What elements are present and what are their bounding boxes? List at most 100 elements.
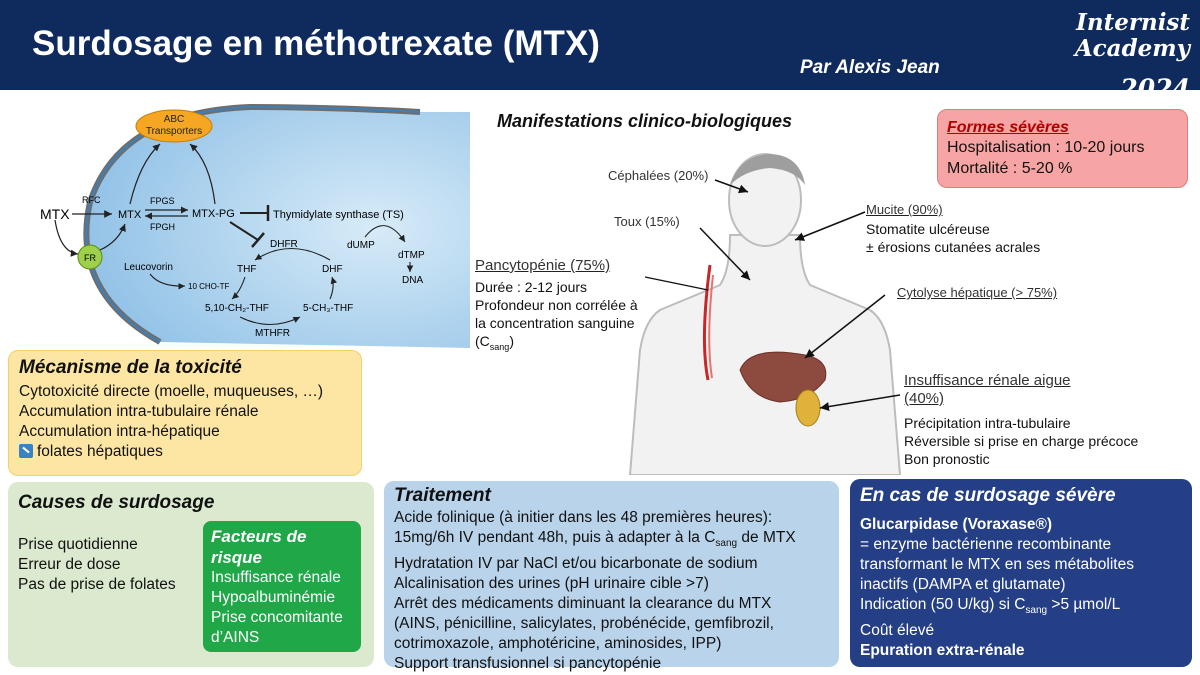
treatment-title: Traitement: [394, 485, 491, 506]
mechanism-folates: folates hépatiques: [37, 443, 163, 460]
cell-cytoplasm: [86, 107, 470, 348]
risk-line: Prise concomitante d’AINS: [211, 609, 343, 646]
pancy-csang: (Csang): [475, 332, 638, 356]
causes-title: Causes de surdosage: [18, 492, 215, 513]
arrow-mtx-abc: [129, 143, 161, 205]
arrow-thf-ch2: [231, 276, 246, 300]
abc-label-1: ABC: [164, 114, 185, 125]
blood-vessel-2: [708, 274, 714, 379]
abc-transporter: [135, 109, 213, 143]
label-ts: Thymidylate synthase (TS): [273, 209, 404, 221]
pancy-line: Durée : 2-12 jours: [475, 279, 588, 295]
severe-line: = enzyme bactérienne recombinante: [860, 536, 1112, 553]
arrow-to-fr: [54, 219, 79, 257]
brand-name: Internist Academy: [1074, 9, 1190, 62]
liver: [739, 351, 827, 403]
pancytopenia-block: Pancytopénie (75%) Durée : 2-12 jours Pr…: [475, 257, 638, 356]
causes-line: Pas de prise de folates: [18, 576, 176, 593]
treatment-line: Support transfusionnel si pancytopénie: [394, 655, 662, 673]
treatment-line: cotrimoxazole, amphotéricine, aminosides…: [394, 635, 722, 653]
mucite-line: Stomatite ulcéreuse: [866, 221, 990, 237]
arrow-mthfr: [239, 316, 301, 325]
brand-logo: Internist Academy 2024: [998, 10, 1190, 102]
severe-title: En cas de surdosage sévère: [860, 485, 1116, 506]
label-toux: Toux (15%): [614, 214, 680, 229]
arrow-dhf-thf: [254, 247, 331, 261]
label-fpgh: FPGH: [150, 222, 175, 232]
label-leucovorin: Leucovorin: [124, 262, 173, 273]
pancy-line: Profondeur non corrélée à: [475, 297, 638, 313]
arrow-cephalees: [714, 179, 749, 194]
mucite-line: ± érosions cutanées acrales: [866, 239, 1041, 255]
page-title: Surdosage en méthotrexate (MTX): [32, 24, 600, 63]
arrow-ira: [819, 394, 901, 411]
label-ch2: 5,10-CH₂-THF: [205, 303, 269, 314]
inhibit-dhfr-bar: [251, 232, 265, 248]
label-ch3: 5-CH₃-THF: [303, 303, 353, 314]
brand-year: 2024: [1120, 74, 1190, 103]
arrow-fr-in: [99, 223, 126, 251]
risk-factors-box: Facteurs de risque Insuffisance rénale H…: [203, 521, 361, 652]
decrease-arrow-icon: [19, 444, 33, 458]
label-dhf: DHF: [322, 264, 343, 275]
ira-block: Insuffisance rénale aigue (40%) Précipit…: [904, 372, 1138, 468]
label-mtx-pg: MTX-PG: [192, 208, 235, 220]
arrow-dump-dtmp: [364, 225, 406, 243]
arrow-leucovorin: [149, 273, 186, 290]
treatment-line: Arrêt des médicaments diminuant la clear…: [394, 595, 772, 613]
label-fpgs: FPGS: [150, 196, 175, 206]
ira-title-2: (40%): [904, 390, 945, 407]
treatment-line-dose: 15mg/6h IV pendant 48h, puis à adapter à…: [394, 528, 829, 554]
mechanism-line: Cytotoxicité directe (moelle, muqueuses,…: [19, 383, 324, 400]
label-fr: FR: [84, 253, 96, 263]
label-rfc: RFC: [82, 195, 101, 205]
treatment-dose-sub: sang: [715, 538, 738, 550]
ira-line: Réversible si prise en charge précoce: [904, 433, 1139, 449]
inhibit-dhfr-line: [229, 221, 259, 241]
arrow-mucite: [794, 211, 866, 241]
arrow-cytolyse: [804, 294, 886, 359]
folate-receptor: [77, 244, 103, 270]
severe-ind-end: >5 µmol/L: [1047, 596, 1121, 613]
header-banner: [0, 0, 1200, 90]
manifestations-title: Manifestations clinico-biologiques: [497, 111, 793, 131]
treatment-line: Acide folinique (à initier dans les 48 p…: [394, 509, 773, 526]
author-line: Par Alexis Jean: [800, 57, 940, 78]
arrow-pg-abc: [189, 143, 216, 205]
mechanism-box: Mécanisme de la toxicité Cytotoxicité di…: [8, 350, 362, 476]
label-cho: 10 CHO-TF: [188, 282, 229, 291]
severe-ind-text: Indication (50 U/kg) si C: [860, 596, 1026, 613]
ira-line: Précipitation intra-tubulaire: [904, 415, 1071, 431]
arrow-toux: [699, 227, 751, 281]
treatment-line: Alcalinisation des urines (pH urinaire c…: [394, 575, 709, 593]
head: [728, 153, 802, 247]
treatment-box: Traitement Acide folinique (à initier da…: [384, 481, 839, 672]
pancy-sub: sang: [489, 341, 510, 352]
severe-indication: Indication (50 U/kg) si Csang >5 µmol/L: [860, 595, 1182, 621]
label-cytolyse: Cytolyse hépatique (> 75%): [897, 285, 1058, 300]
forms-line: Hospitalisation : 10-20 jours: [947, 139, 1145, 156]
mechanism-line: Accumulation intra-hépatique: [19, 423, 220, 440]
forms-title: Formes sévères: [947, 119, 1069, 136]
ira-line: Bon pronostic: [904, 451, 990, 467]
severe-line: transformant le MTX en ses métabolites: [860, 556, 1134, 573]
severe-cost: Coût élevé: [860, 622, 935, 640]
label-dhfr: DHFR: [270, 239, 298, 250]
label-dtmp: dTMP: [398, 250, 425, 261]
label-thf: THF: [237, 264, 256, 275]
blood-vessel: [702, 264, 712, 381]
treatment-line: Hydratation IV par NaCl et/ou bicarbonat…: [394, 555, 758, 573]
severe-forms-box: Formes sévères Hospitalisation : 10-20 j…: [937, 109, 1188, 188]
pancy-c: (C: [475, 333, 490, 349]
severe-epuration: Epuration extra-rénale: [860, 642, 1025, 660]
severe-ind-sub: sang: [1025, 605, 1048, 617]
label-dump: dUMP: [347, 240, 375, 251]
mtx-pathway-diagram: ABC Transporters MTX RFC MTX FR FPGS FPG…: [40, 103, 470, 348]
pancy-title: Pancytopénie (75%): [475, 257, 611, 274]
label-cephalees: Céphalées (20%): [608, 168, 709, 183]
label-mtx-out: MTX: [40, 206, 70, 222]
mechanism-line: Accumulation intra-tubulaire rénale: [19, 403, 259, 420]
mucite-title: Mucite (90%): [866, 202, 943, 217]
label-dna: DNA: [402, 275, 423, 286]
hair: [730, 154, 805, 185]
